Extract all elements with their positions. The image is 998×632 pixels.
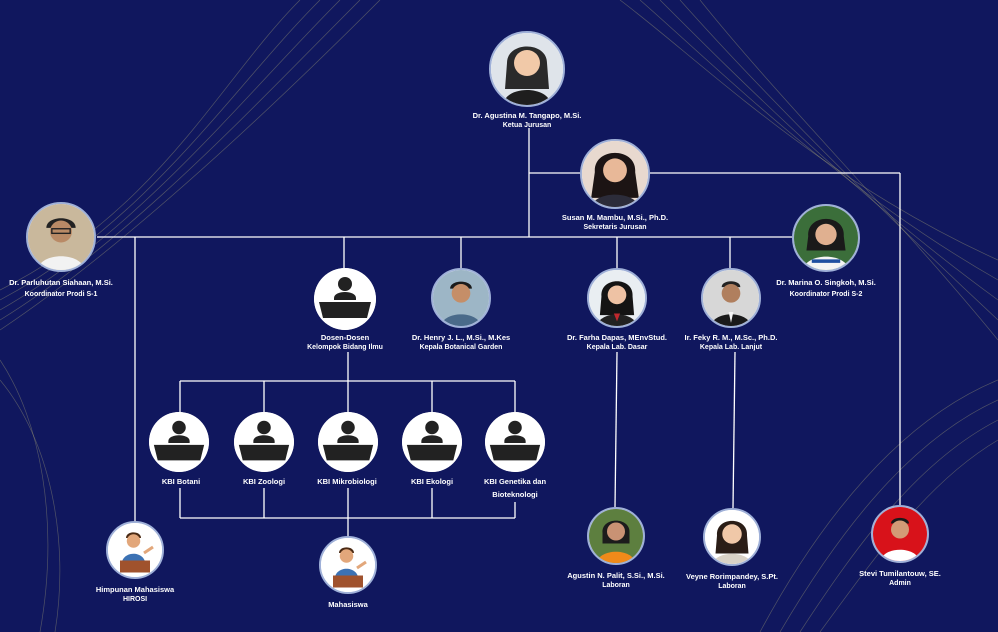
dosen-name: Dosen-Dosen [320, 333, 370, 342]
admin-photo [871, 505, 929, 563]
person-photo-icon [491, 33, 563, 105]
lab-dasar-photo [587, 268, 647, 328]
lecturer-silhouette-icon [234, 412, 294, 472]
hirosi-photo [106, 521, 164, 579]
lecturer-silhouette-icon [314, 268, 376, 330]
kbi-label: KBI Botani [161, 477, 201, 486]
kaprodi-s1-role: Koordinator Prodi S-1 [24, 291, 98, 298]
kbi-label: KBI Mikrobiologi [317, 477, 377, 486]
hirosi-name: Himpunan Mahasiswa [95, 585, 175, 594]
kbi-node [263, 412, 433, 472]
kaprodi-s1-photo [26, 202, 96, 272]
mahasiswa-node: Mahasiswa [263, 536, 433, 610]
person-photo-icon [589, 270, 645, 326]
kaprodi-s1-name: Dr. Parluhutan Siahaan, M.Si. [9, 278, 113, 287]
laboran2-role: Laboran [718, 583, 746, 590]
botanical-name: Dr. Henry J. L., M.Si., M.Kes [411, 333, 511, 342]
lab-lanjut-name: Ir. Feky R. M., M.Sc., Ph.D. [684, 333, 778, 342]
admin-node: Stevi Tumilantouw, SE. Admin [815, 505, 985, 588]
kbi-label-line2: Bioteknologi [492, 490, 538, 499]
lecturer-silhouette-icon [149, 412, 209, 472]
person-photo-icon [589, 509, 643, 563]
laboran2-photo [703, 508, 761, 566]
kaprodi-s2-photo [792, 204, 860, 272]
admin-name: Stevi Tumilantouw, SE. [859, 569, 941, 578]
lab-lanjut-role: Kepala Lab. Lanjut [699, 344, 763, 351]
kbi-photo [234, 412, 294, 472]
secretary-name: Susan M. Mambu, M.Si., Ph.D. [561, 213, 669, 222]
head-node: Dr. Agustina M. Tangapo, M.Si. Ketua Jur… [442, 31, 612, 130]
kaprodi-s2-node: Dr. Marina O. Singkoh, M.Si. Koordinator… [741, 204, 911, 302]
dosen-photo [314, 268, 376, 330]
kbi-photo [149, 412, 209, 472]
lecturer-silhouette-icon [485, 412, 545, 472]
kbi-node [347, 412, 517, 472]
laboran1-photo [587, 507, 645, 565]
kbi-node [179, 412, 349, 472]
lab-dasar-name: Dr. Farha Dapas, MEnvStud. [566, 333, 668, 342]
hirosi-node: Himpunan Mahasiswa HIROSI [50, 521, 220, 604]
dosen-role: Kelompok Bidang Ilmu [307, 344, 383, 351]
person-photo-icon [705, 510, 759, 564]
kbi-node [94, 412, 264, 472]
laboran1-role: Laboran [602, 582, 630, 589]
kbi-label: KBI Genetika dan [483, 477, 547, 486]
lab-dasar-node: Dr. Farha Dapas, MEnvStud. Kepala Lab. D… [532, 268, 702, 352]
person-photo-icon [582, 141, 648, 207]
head-name: Dr. Agustina M. Tangapo, M.Si. [472, 111, 582, 120]
secretary-photo [580, 139, 650, 209]
kaprodi-s1-node: Dr. Parluhutan Siahaan, M.Si. Koordinato… [0, 202, 146, 302]
mahasiswa-name: Mahasiswa [328, 600, 368, 609]
botanical-role: Kepala Botanical Garden [419, 344, 503, 351]
lab-lanjut-node: Ir. Feky R. M., M.Sc., Ph.D. Kepala Lab.… [646, 268, 816, 352]
secretary-node: Susan M. Mambu, M.Si., Ph.D. Sekretaris … [530, 139, 700, 232]
secretary-role: Sekretaris Jurusan [583, 224, 647, 231]
lecturer-silhouette-icon [318, 412, 378, 472]
mahasiswa-photo [319, 536, 377, 594]
botanical-node: Dr. Henry J. L., M.Si., M.Kes Kepala Bot… [376, 268, 546, 352]
lab-lanjut-photo [701, 268, 761, 328]
kbi-label: KBI Ekologi [410, 477, 454, 486]
speaker-at-podium-icon [321, 538, 375, 592]
laboran2-name: Veyne Rorimpandey, S.Pt. [686, 572, 778, 581]
person-photo-icon [703, 270, 759, 326]
admin-role: Admin [889, 580, 911, 587]
botanical-photo [431, 268, 491, 328]
kbi-label: KBI Zoologi [242, 477, 286, 486]
kaprodi-s2-role: Koordinator Prodi S-2 [789, 291, 863, 298]
lab-dasar-role: Kepala Lab. Dasar [586, 344, 648, 351]
kbi-photo [402, 412, 462, 472]
head-role: Ketua Jurusan [502, 122, 552, 129]
person-photo-icon [28, 204, 94, 270]
person-photo-icon [794, 206, 858, 270]
kbi-node [430, 412, 600, 472]
laboran1-node: Agustin N. Palit, S.Si., M.Si. Laboran [531, 507, 701, 590]
dosen-node: Dosen-Dosen Kelompok Bidang Ilmu [260, 268, 430, 352]
hirosi-role: HIROSI [122, 596, 148, 603]
laboran1-name: Agustin N. Palit, S.Si., M.Si. [567, 571, 665, 580]
laboran2-node: Veyne Rorimpandey, S.Pt. Laboran [647, 508, 817, 591]
lecturer-silhouette-icon [402, 412, 462, 472]
kbi-photo [318, 412, 378, 472]
person-photo-icon [433, 270, 489, 326]
speaker-at-podium-icon [108, 523, 162, 577]
head-photo [489, 31, 565, 107]
kbi-photo [485, 412, 545, 472]
person-photo-icon [873, 507, 927, 561]
kaprodi-s2-name: Dr. Marina O. Singkoh, M.Si. [776, 278, 876, 287]
